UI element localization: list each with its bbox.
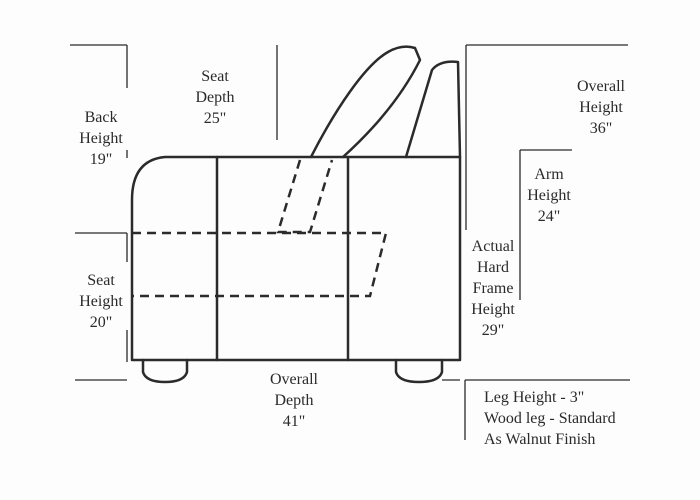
hidden-back-frame <box>276 159 334 234</box>
hidden-seat-frame <box>132 231 388 298</box>
leg-info-line-1: Leg Height - 3" <box>484 389 585 406</box>
overall-height-line-3: 36" <box>589 120 613 137</box>
leg-info-line-2: Wood leg - Standard <box>484 410 616 427</box>
overall-depth-line-1: Overall <box>270 371 318 388</box>
seat-depth-line-1: Seat <box>201 68 229 85</box>
overall-height-label: Overall Height 36" <box>566 76 636 139</box>
leg-back <box>394 358 444 384</box>
leg-front <box>141 358 189 384</box>
sofa-body-outline <box>130 155 462 362</box>
arm-height-line-1: Arm <box>534 166 564 183</box>
back-height-line-1: Back <box>84 109 118 126</box>
arm-height-label: Arm Height 24" <box>514 164 584 227</box>
frame-height-line-3: Frame <box>472 280 514 297</box>
leg-info-line-3: As Walnut Finish <box>484 431 596 448</box>
seat-depth-line-2: Depth <box>195 89 235 106</box>
overall-depth-line-2: Depth <box>274 392 314 409</box>
overall-height-line-1: Overall <box>577 78 625 95</box>
leg-info-label: Leg Height - 3" Wood leg - Standard As W… <box>484 387 644 450</box>
frame-height-line-5: 29" <box>481 322 505 339</box>
arm-height-line-3: 24" <box>537 208 561 225</box>
frame-height-label: Actual Hard Frame Height 29" <box>460 236 526 341</box>
seat-height-line-2: Height <box>79 293 123 310</box>
back-height-label: Back Height 19" <box>70 107 132 170</box>
overall-depth-label: Overall Depth 41" <box>256 369 332 432</box>
arm-height-line-2: Height <box>527 187 571 204</box>
frame-height-line-2: Hard <box>477 259 509 276</box>
back-height-line-2: Height <box>79 130 123 147</box>
seat-height-line-3: 20" <box>89 314 113 331</box>
overall-height-line-2: Height <box>579 99 623 116</box>
frame-height-line-1: Actual <box>471 238 515 255</box>
back-cushion-front <box>309 45 422 159</box>
frame-height-line-4: Height <box>471 301 515 318</box>
seat-depth-label: Seat Depth 25" <box>180 66 250 129</box>
back-cushion-back <box>404 60 462 159</box>
seat-depth-line-3: 25" <box>203 110 227 127</box>
seat-height-line-1: Seat <box>87 272 115 289</box>
back-height-line-3: 19" <box>89 151 113 168</box>
seat-height-label: Seat Height 20" <box>70 270 132 333</box>
overall-depth-line-3: 41" <box>282 413 306 430</box>
